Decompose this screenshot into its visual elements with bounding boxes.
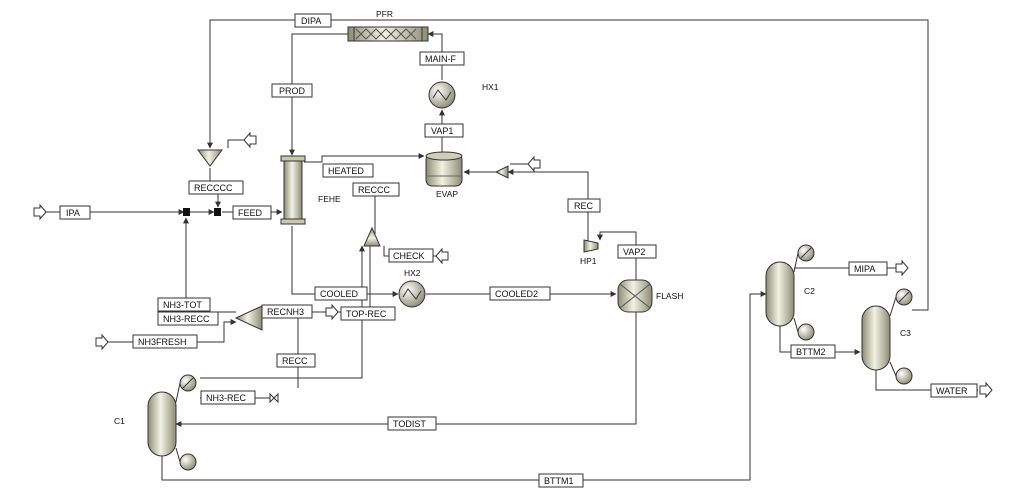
c1-label: C1 [114,416,125,426]
svg-text:VAP2: VAP2 [623,247,645,257]
feed-mixer[interactable] [214,208,221,216]
ipa-mixer[interactable] [183,208,190,216]
svg-text:BTTM2: BTTM2 [796,347,826,357]
stream-label-nh3-rec[interactable]: NH3-REC [200,390,256,405]
product-arrow-recnh3-icon [325,303,339,321]
svg-text:TODIST: TODIST [393,419,426,429]
svg-text:CHECK: CHECK [393,251,425,261]
stream-label-rec[interactable]: REC [567,198,601,213]
stream-label-recccc[interactable]: RECCCC [188,180,244,195]
stream-line-recccc-purge[interactable] [227,139,250,148]
svg-text:DIPA: DIPA [301,16,321,26]
product-arrow-water-icon [979,381,993,399]
product-arrow-mipa-icon [895,259,909,277]
stream-line-rec[interactable] [507,169,589,242]
c2-column[interactable] [765,244,815,341]
top-rec-splitter[interactable] [363,226,381,247]
svg-text:FEED: FEED [238,208,263,218]
svg-text:COOLED2: COOLED2 [495,289,538,299]
stream-label-feed[interactable]: FEED [232,205,272,220]
pfr-reactor[interactable] [347,26,429,42]
svg-text:RECCC: RECCC [358,185,391,195]
stream-label-nh3-tot[interactable]: NH3-TOT [157,297,211,312]
hp1-heater[interactable] [583,239,599,253]
svg-text:TOP-REC: TOP-REC [346,309,387,319]
fehe-label: FEHE [318,194,341,204]
c1-column[interactable] [147,374,197,471]
c3-label: C3 [900,328,911,338]
stream-line-heated[interactable] [304,153,425,163]
stream-line-bttm1[interactable] [161,291,767,481]
stream-label-cooled2[interactable]: COOLED2 [489,286,551,301]
stream-label-check[interactable]: CHECK [388,248,434,263]
stream-label-heated[interactable]: HEATED [322,163,374,178]
stream-label-water[interactable]: WATER [930,383,978,398]
stream-line-dipa[interactable] [207,19,929,311]
svg-text:HEATED: HEATED [328,166,364,176]
svg-text:WATER: WATER [936,386,968,396]
stream-label-ipa[interactable]: IPA [59,205,91,220]
svg-text:RECNH3: RECNH3 [267,307,304,317]
hx1-label: HX1 [482,82,499,92]
recccc-mixer[interactable] [197,149,223,167]
svg-text:REC: REC [574,201,594,211]
stream-label-cooled[interactable]: COOLED [314,286,368,301]
stream-line-prod[interactable] [289,33,348,156]
svg-text:RECC: RECC [282,356,308,366]
stream-label-dipa[interactable]: DIPA [294,13,332,28]
svg-text:BTTM1: BTTM1 [544,476,574,486]
stream-line-todist[interactable] [175,312,637,427]
stream-label-nh3fresh[interactable]: NH3FRESH [132,334,198,349]
flash-drum[interactable] [617,279,653,313]
hx1-heater[interactable] [428,81,456,109]
stream-label-reccc[interactable]: RECCC [352,182,400,197]
stream-label-prod[interactable]: PROD [271,83,313,98]
pfr-label: PFR [376,9,393,19]
svg-text:COOLED: COOLED [320,289,359,299]
c3-column[interactable] [861,288,913,385]
flash-label: FLASH [656,291,683,301]
feed-arrow-rec-icon [527,155,541,173]
rec-splitter[interactable] [494,165,509,179]
svg-text:NH3-TOT: NH3-TOT [163,300,202,310]
feed-arrow-recccc-icon [243,131,257,149]
stream-label-recnh3[interactable]: RECNH3 [261,304,313,319]
hp1-label: HP1 [580,256,597,266]
stream-label-vap2[interactable]: VAP2 [617,244,657,259]
svg-text:PROD: PROD [279,86,306,96]
feed-arrow-nh3fresh-icon [95,333,109,351]
svg-text:MAIN-F: MAIN-F [425,54,456,64]
stream-label-nh3-recc[interactable]: NH3-RECC [157,311,219,326]
stream-line-recnh3[interactable] [261,246,371,315]
feed-arrow-check-icon [435,247,449,265]
svg-text:NH3-RECC: NH3-RECC [163,314,210,324]
stream-label-mipa[interactable]: MIPA [848,261,888,276]
svg-text:IPA: IPA [66,208,80,218]
stream-label-recc[interactable]: RECC [276,353,316,368]
c2-label: C2 [804,286,815,296]
stream-label-bttm2[interactable]: BTTM2 [790,344,836,359]
stream-label-main-f[interactable]: MAIN-F [419,51,465,66]
stream-label-top-rec[interactable]: TOP-REC [340,306,396,321]
evap-vessel[interactable] [425,151,463,187]
fehe-exchanger[interactable] [280,155,306,225]
svg-text:NH3-REC: NH3-REC [206,393,247,403]
nh3-mixer[interactable] [234,305,263,331]
nh3-rec-valve[interactable] [269,392,279,404]
hx2-label: HX2 [404,268,421,278]
feed-arrow-ipa-icon [33,203,47,221]
evap-label: EVAP [436,189,458,199]
hx2-heater[interactable] [398,280,426,308]
stream-label-bttm1[interactable]: BTTM1 [538,473,584,488]
svg-text:RECCCC: RECCCC [194,183,233,193]
svg-text:NH3FRESH: NH3FRESH [138,337,187,347]
svg-text:VAP1: VAP1 [431,126,453,136]
svg-text:MIPA: MIPA [854,264,875,274]
stream-label-todist[interactable]: TODIST [387,416,437,431]
stream-label-vap1[interactable]: VAP1 [424,123,464,138]
stream-line-cooled[interactable] [291,226,399,297]
